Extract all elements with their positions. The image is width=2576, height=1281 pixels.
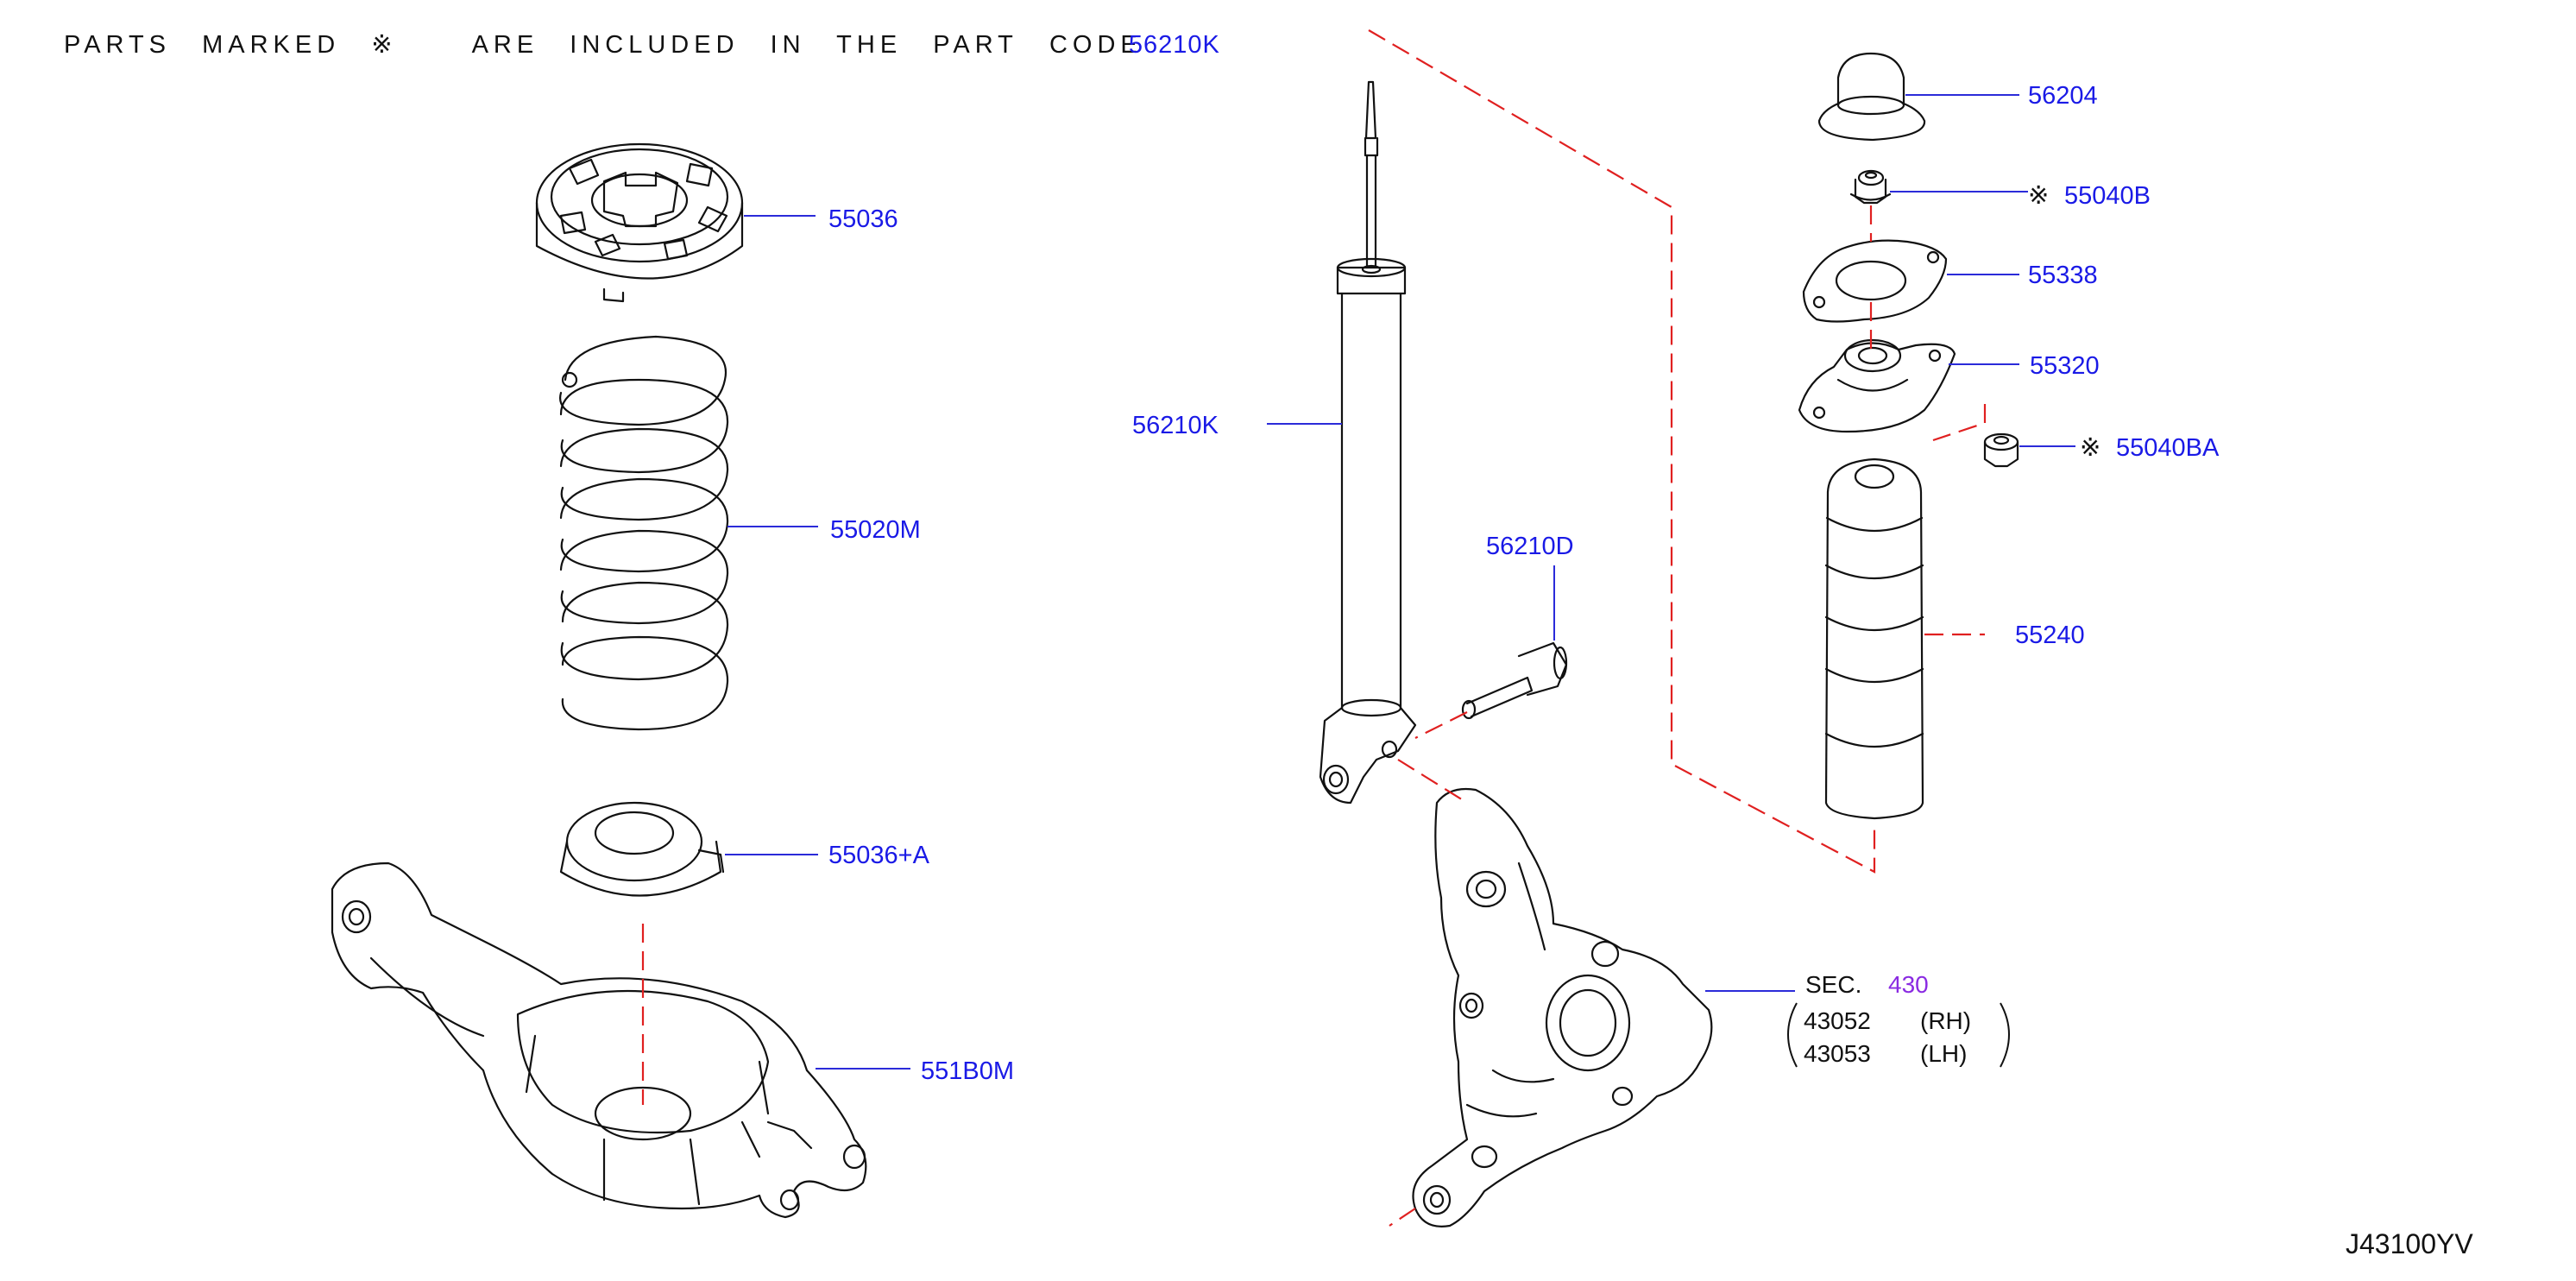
- notice-symbol: ※: [371, 31, 398, 59]
- notice-word: ARE: [471, 31, 539, 59]
- assembly-guide-lines: [641, 29, 1987, 1227]
- label-55338[interactable]: 55338: [2028, 262, 2098, 289]
- included-mark-55040ba: ※: [2080, 434, 2100, 462]
- label-56204[interactable]: 56204: [2028, 82, 2098, 110]
- notice-word: IN: [770, 31, 806, 59]
- label-56210k[interactable]: 56210K: [1132, 412, 1219, 439]
- knuckle-rh-part[interactable]: 43052: [1804, 1007, 1871, 1034]
- coil-spring-illustration: [559, 335, 729, 731]
- callout-leaders: [725, 94, 2075, 1070]
- steering-knuckle-illustration: [1412, 787, 1713, 1227]
- bump-cap-illustration: [1817, 52, 1926, 142]
- knuckle-lh-side: (LH): [1920, 1040, 1967, 1067]
- diagram-id: J43100YV: [2346, 1228, 2473, 1259]
- notice-code-link[interactable]: 56210K: [1128, 31, 1220, 59]
- bound-bumper-illustration: [1824, 458, 1924, 820]
- notice-word: PART: [933, 31, 1018, 59]
- included-parts-notice: PARTS MARKED ※ ARE INCLUDED IN THE PART …: [64, 29, 1220, 60]
- lower-arm-illustration: [331, 861, 867, 1219]
- notice-word: MARKED: [202, 31, 341, 59]
- lower-spring-seat-illustration: [559, 801, 725, 897]
- label-55040ba[interactable]: 55040BA: [2116, 434, 2220, 462]
- section-reference: SEC. 430 43052 (RH) 43053 (LH): [1787, 971, 2010, 1068]
- nut-55040ba-illustration: [1983, 432, 2019, 468]
- knuckle-lh-part[interactable]: 43053: [1804, 1040, 1871, 1067]
- label-55040b[interactable]: 55040B: [2064, 182, 2151, 210]
- section-label: SEC.: [1805, 971, 1861, 998]
- bracket-left: [1787, 1002, 1798, 1068]
- mount-insulator-illustration: [1798, 338, 1956, 433]
- label-55240[interactable]: 55240: [2015, 622, 2085, 649]
- knuckle-rh-side: (RH): [1920, 1007, 1971, 1034]
- included-mark-55040b: ※: [2028, 182, 2049, 210]
- notice-word: THE: [836, 31, 903, 59]
- label-55020m[interactable]: 55020M: [830, 516, 921, 544]
- label-55036a[interactable]: 55036+A: [828, 842, 930, 869]
- nut-55040b-illustration: [1849, 169, 1892, 205]
- bracket-right: [2000, 1002, 2010, 1068]
- bolt-illustration: [1461, 641, 1568, 720]
- label-56210d[interactable]: 56210D: [1486, 533, 1574, 560]
- label-55320[interactable]: 55320: [2030, 352, 2100, 380]
- label-55036[interactable]: 55036: [828, 205, 898, 233]
- upper-spring-seat-illustration: [535, 142, 744, 303]
- section-number-link[interactable]: 430: [1888, 971, 1929, 998]
- notice-word: PARTS: [64, 31, 172, 59]
- shock-absorber-illustration: [1319, 80, 1417, 805]
- mounting-plate-illustration: [1802, 239, 1948, 323]
- notice-word: CODE: [1049, 31, 1143, 59]
- label-551b0m[interactable]: 551B0M: [921, 1057, 1014, 1085]
- notice-word: INCLUDED: [570, 31, 740, 59]
